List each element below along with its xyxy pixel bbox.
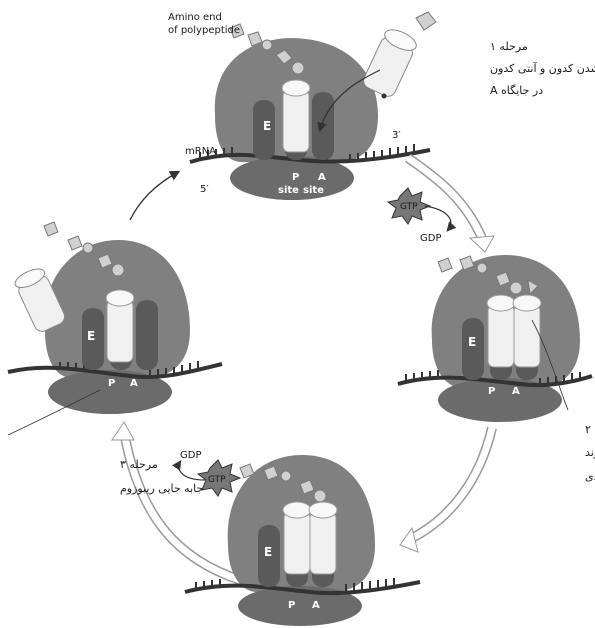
amino-chain-bead [292, 62, 304, 74]
svg-text:E: E [468, 335, 476, 349]
step2-caption: مرحله ۲ تشکیل پیوند پپتیدی [585, 423, 595, 483]
svg-text:P: P [288, 600, 295, 611]
p-site-label: P [292, 172, 299, 183]
mrna-label: mRNA [185, 146, 216, 157]
ribosome-top: E P A site site [190, 12, 436, 200]
svg-text:مرحله ۲: مرحله ۲ [585, 423, 595, 436]
incoming-aa [416, 12, 436, 30]
svg-text:GTP: GTP [400, 202, 418, 212]
cycle-arrow-bottom-right [408, 428, 492, 540]
a-site-word: site [303, 185, 324, 196]
svg-text:E: E [264, 545, 272, 559]
svg-text:A: A [512, 386, 520, 397]
svg-text:P: P [488, 386, 495, 397]
a-site-label: A [318, 172, 326, 183]
cycle-arrow-top-left [130, 172, 178, 220]
svg-text:A: A [312, 600, 320, 611]
svg-text:جفت شدن کدون و آنتی کدون: جفت شدن کدون و آنتی کدون [490, 61, 595, 75]
amino-end-label-2: of polypeptide [168, 25, 240, 36]
svg-text:A: A [130, 378, 138, 389]
e-site-label: E [263, 119, 271, 133]
svg-text:تشکیل پیوند: تشکیل پیوند [585, 446, 595, 459]
svg-text:پپتیدی: پپتیدی [585, 470, 595, 483]
amino-end-label: Amino end [168, 12, 222, 23]
gdp-label-1: GDP [420, 233, 441, 244]
gdp-label-2: GDP [180, 450, 201, 461]
svg-text:E: E [87, 329, 95, 343]
svg-text:در جایگاه A: در جایگاه A [490, 84, 543, 97]
three-prime-label: 3′ [392, 130, 401, 141]
five-prime-label: 5′ [200, 184, 209, 195]
svg-text:مرحله ۱: مرحله ۱ [490, 40, 528, 53]
a-site-slot [312, 92, 334, 160]
ribosome-left: E P A [8, 222, 222, 414]
trna-p [283, 90, 309, 152]
svg-text:GTP: GTP [208, 475, 226, 485]
svg-text:جابه جایی ریبوزوم: جابه جایی ریبوزوم [120, 482, 203, 495]
svg-text:P: P [108, 378, 115, 389]
incoming-trna [361, 26, 419, 99]
p-site-word: site [278, 185, 299, 196]
step1-caption: مرحله ۱ جفت شدن کدون و آنتی کدون در جایگ… [490, 40, 595, 97]
gtp-burst-1: GTP [388, 188, 430, 224]
gtp-burst-2: GTP [198, 460, 240, 496]
svg-text:مرحله ۳: مرحله ۳ [120, 458, 158, 471]
